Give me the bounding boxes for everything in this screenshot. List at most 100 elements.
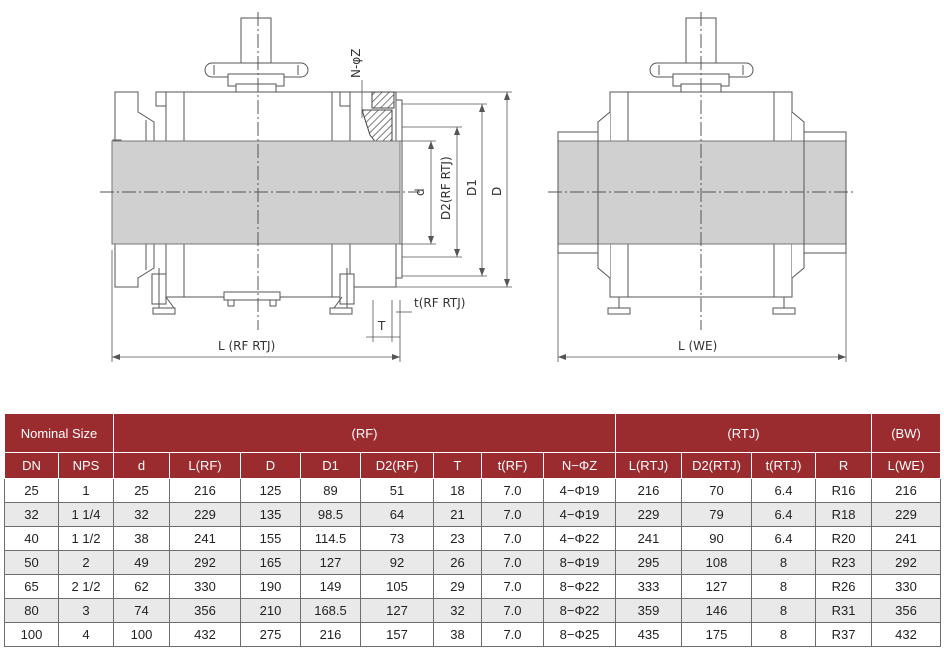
rf-dimension-lines xyxy=(111,80,512,362)
table-cell: 229 xyxy=(169,502,241,527)
label-d1: D1 xyxy=(465,179,479,196)
col-t-rf: t(RF) xyxy=(481,452,544,479)
table-cell: 23 xyxy=(433,526,482,551)
label-length-we: L (WE) xyxy=(678,339,717,353)
table-cell: 90 xyxy=(681,526,752,551)
table-cell: 435 xyxy=(615,622,682,647)
col-d: d xyxy=(113,452,170,479)
valve-drawing: N-φZ d D2(RF RTJ) D1 D t(RF RTJ) T L (RF… xyxy=(100,12,856,362)
table-cell: 165 xyxy=(240,550,301,575)
table-cell: 333 xyxy=(615,574,682,599)
table-cell: 356 xyxy=(871,598,942,623)
table-cell: 32 xyxy=(113,502,170,527)
table-cell: 8−Φ22 xyxy=(543,574,616,599)
table-cell: 89 xyxy=(300,478,361,503)
group-nominal-size: Nominal Size xyxy=(4,413,114,453)
table-cell: 295 xyxy=(615,550,682,575)
table-cell: 8−Φ25 xyxy=(543,622,616,647)
table-cell: 7.0 xyxy=(481,526,544,551)
col-d2-rtj: D2(RTJ) xyxy=(681,452,752,479)
table-cell: 6.4 xyxy=(751,502,816,527)
table-cell: 51 xyxy=(360,478,434,503)
table-cell: R20 xyxy=(814,526,873,551)
table-cell: 241 xyxy=(871,526,942,551)
table-cell: 2 1/2 xyxy=(58,574,114,599)
table-cell: 98.5 xyxy=(300,502,361,527)
table-cell: 32 xyxy=(4,502,59,527)
table-cell: 4−Φ22 xyxy=(543,526,616,551)
table-cell: 100 xyxy=(113,622,170,647)
table-cell: 25 xyxy=(113,478,170,503)
table-cell: 4−Φ19 xyxy=(543,502,616,527)
col-nps: NPS xyxy=(58,452,114,479)
table-cell: 432 xyxy=(169,622,241,647)
label-length-rf: L (RF RTJ) xyxy=(218,339,275,353)
col-dn: DN xyxy=(4,452,59,479)
table-cell: 70 xyxy=(681,478,752,503)
table-cell: 292 xyxy=(169,550,241,575)
table-cell: 26 xyxy=(433,550,482,575)
label-d2: D2(RF RTJ) xyxy=(439,156,453,220)
table-cell: 62 xyxy=(113,574,170,599)
group-bw: (BW) xyxy=(871,413,942,453)
table-cell: R37 xyxy=(814,622,873,647)
table-cell: 25 xyxy=(4,478,59,503)
group-rf: (RF) xyxy=(113,413,616,453)
table-cell: 32 xyxy=(433,598,482,623)
table-cell: 7.0 xyxy=(481,478,544,503)
table-cell: 100 xyxy=(4,622,59,647)
col-n-phiz: N−ΦZ xyxy=(543,452,616,479)
table-cell: 127 xyxy=(360,598,434,623)
table-cell: 8−Φ19 xyxy=(543,550,616,575)
table-cell: 241 xyxy=(169,526,241,551)
table-cell: 330 xyxy=(169,574,241,599)
table-cell: 292 xyxy=(871,550,942,575)
table-cell: 7.0 xyxy=(481,598,544,623)
table-cell: 1 1/2 xyxy=(58,526,114,551)
label-bore: d xyxy=(413,188,427,196)
table-cell: 7.0 xyxy=(481,622,544,647)
table-cell: 216 xyxy=(871,478,942,503)
table-cell: 6.4 xyxy=(751,526,816,551)
table-cell: 432 xyxy=(871,622,942,647)
label-raised-face-t: T xyxy=(377,319,386,333)
table-cell: 149 xyxy=(300,574,361,599)
col-l-rf: L(RF) xyxy=(169,452,241,479)
col-r: R xyxy=(814,452,873,479)
table-cell: 1 1/4 xyxy=(58,502,114,527)
table-cell: 155 xyxy=(240,526,301,551)
table-cell: 7.0 xyxy=(481,502,544,527)
table-cell: R23 xyxy=(814,550,873,575)
table-cell: 8 xyxy=(751,622,816,647)
table-cell: 4−Φ19 xyxy=(543,478,616,503)
table-cell: 127 xyxy=(681,574,752,599)
col-t-rtj: t(RTJ) xyxy=(751,452,816,479)
table-cell: 79 xyxy=(681,502,752,527)
we-valve-view xyxy=(548,12,856,330)
group-rtj: (RTJ) xyxy=(614,413,873,453)
rf-valve-view xyxy=(100,12,420,330)
table-cell: 80 xyxy=(4,598,59,623)
table-cell: 330 xyxy=(871,574,942,599)
table-cell: 168.5 xyxy=(300,598,361,623)
label-outer-d: D xyxy=(490,187,504,196)
label-flange-t: t(RF RTJ) xyxy=(414,296,465,310)
table-cell: 29 xyxy=(433,574,482,599)
table-cell: 356 xyxy=(169,598,241,623)
table-cell: 40 xyxy=(4,526,59,551)
stem xyxy=(240,17,272,71)
col-d2-rf: D2(RF) xyxy=(360,452,434,479)
col-l-we: L(WE) xyxy=(871,452,942,479)
col-d1: D1 xyxy=(300,452,361,479)
table-cell: 6.4 xyxy=(751,478,816,503)
table-cell: 125 xyxy=(240,478,301,503)
table-cell: 7.0 xyxy=(481,550,544,575)
label-bolt-holes: N-φZ xyxy=(349,49,363,78)
